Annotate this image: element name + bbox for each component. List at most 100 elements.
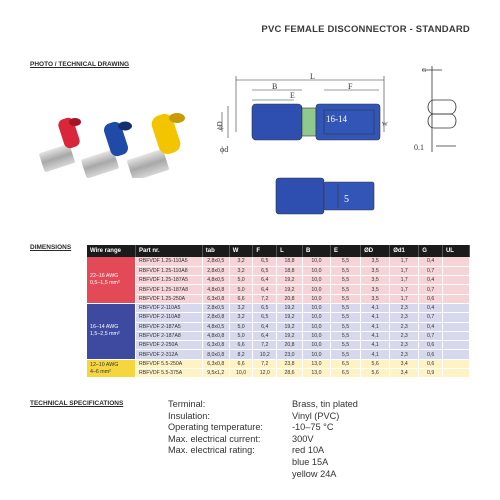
table-cell: 10,0 [302, 294, 331, 305]
table-cell: 5,6 [360, 359, 391, 370]
label-01: 0.1 [414, 143, 424, 152]
table-cell: 6,4 [252, 284, 278, 295]
table-cell: 2,3 [389, 349, 420, 360]
table-cell: 0,4 [418, 275, 443, 286]
spec-key [168, 469, 292, 481]
table-cell: 3,5 [360, 294, 391, 305]
table-cell: 10,0 [229, 368, 254, 379]
table-cell: 18,8 [276, 266, 303, 277]
table-cell: 3,4 [389, 359, 420, 370]
table-cell: 1,7 [389, 257, 420, 267]
table-cell: 0,7 [418, 312, 443, 323]
part-number-cell: RBFVDF 2-187A8 [135, 331, 203, 342]
table-cell: 3,5 [360, 275, 391, 286]
table-header-cell: B [302, 245, 331, 257]
table-cell: 6,4 [252, 331, 278, 342]
section-label-tech-specs: TECHNICAL SPECIFICATIONS [30, 400, 124, 407]
table-cell: 1,7 [389, 294, 420, 305]
spec-value: red 10A [292, 445, 325, 456]
table-cell: 1,7 [389, 284, 420, 295]
table-cell: 5,5 [330, 349, 362, 360]
spec-row: Operating temperature:-10–75 °C [168, 422, 402, 434]
spec-row: Insulation:Vinyl (PVC) [168, 411, 402, 423]
table-cell [442, 349, 471, 360]
table-cell: 10,0 [302, 340, 331, 351]
spec-value: Vinyl (PVC) [292, 410, 340, 421]
spec-value: Brass, tin plated [292, 399, 358, 409]
table-cell: 13,0 [302, 359, 331, 370]
table-header-cell: E [330, 245, 362, 257]
label-G: G [422, 68, 427, 74]
part-number-cell: RBFVDF 2-187A5 [135, 322, 203, 332]
table-cell: 4,8x0,8 [202, 331, 230, 342]
table-cell: 19,2 [276, 284, 303, 295]
table-cell: 6,5 [252, 257, 278, 267]
table-cell [442, 340, 471, 351]
table-cell: 3,2 [229, 312, 254, 323]
table-cell: 4,1 [360, 303, 391, 314]
table-cell: 6,5 [330, 368, 362, 379]
table-header-cell: tab [202, 245, 230, 257]
table-cell: 2,3 [389, 303, 420, 314]
table-header-cell: Ød1 [389, 245, 420, 257]
table-cell: 5,5 [330, 312, 362, 323]
spec-value: -10–75 °C [292, 422, 334, 433]
label-F: F [348, 82, 353, 91]
connector-photo [39, 113, 185, 178]
table-cell: 5,5 [330, 266, 362, 277]
label-phid: ϕd [220, 145, 228, 154]
table-cell: 10,0 [302, 322, 331, 332]
table-cell: 2,8x0,5 [202, 303, 230, 314]
table-cell: 18,8 [276, 257, 303, 267]
table-cell: 2,3 [389, 312, 420, 323]
part-number-cell: RBFVDF 5.5-375A [135, 368, 203, 379]
spec-key [168, 457, 292, 469]
table-header-cell: ØD [360, 245, 391, 257]
label-5: 5 [344, 194, 349, 205]
table-cell: 3,5 [360, 257, 391, 267]
table-cell [442, 312, 471, 323]
table-header-cell: Part nr. [135, 245, 203, 257]
table-cell: 12,0 [252, 368, 278, 379]
table-cell: 5,5 [330, 284, 362, 295]
table-cell: 2,8x0,5 [202, 257, 230, 267]
table-cell: 7,2 [252, 359, 278, 370]
table-cell: 5,5 [330, 303, 362, 314]
table-cell: 5,0 [229, 331, 254, 342]
table-cell: 5,5 [330, 294, 362, 305]
table-cell: 3,2 [229, 303, 254, 314]
table-cell: 3,5 [360, 284, 391, 295]
table-cell: 6,3x0,8 [202, 294, 230, 305]
spec-row: Terminal:Brass, tin plated [168, 399, 402, 411]
table-cell: 6,6 [229, 340, 254, 351]
spec-value: blue 15A [292, 456, 329, 467]
label-L: L [310, 72, 315, 81]
yellow-connector [127, 113, 185, 178]
table-cell: 0,4 [418, 303, 443, 314]
table-header-cell: Wire range [87, 245, 136, 257]
part-number-cell: RBFVDF 2-110A8 [135, 312, 203, 323]
table-cell: 4,1 [360, 322, 391, 332]
table-cell: 4,1 [360, 312, 391, 323]
table-cell: 10,0 [302, 284, 331, 295]
table-cell: 5,5 [330, 322, 362, 332]
table-cell: 2,8x0,8 [202, 312, 230, 323]
part-number-cell: RBFVDF 2-110A5 [135, 303, 203, 314]
table-cell: 4,8x0,5 [202, 275, 230, 286]
table-cell: 4,1 [360, 331, 391, 342]
spec-value: yellow 24A [292, 468, 337, 479]
part-number-cell: RBFVDF 5.5-250A [135, 359, 203, 370]
table-cell [442, 303, 471, 314]
table-cell: 0,6 [418, 340, 443, 351]
table-cell: 1,7 [389, 275, 420, 286]
table-cell: 20,8 [276, 340, 303, 351]
table-cell: 5,5 [330, 257, 362, 267]
